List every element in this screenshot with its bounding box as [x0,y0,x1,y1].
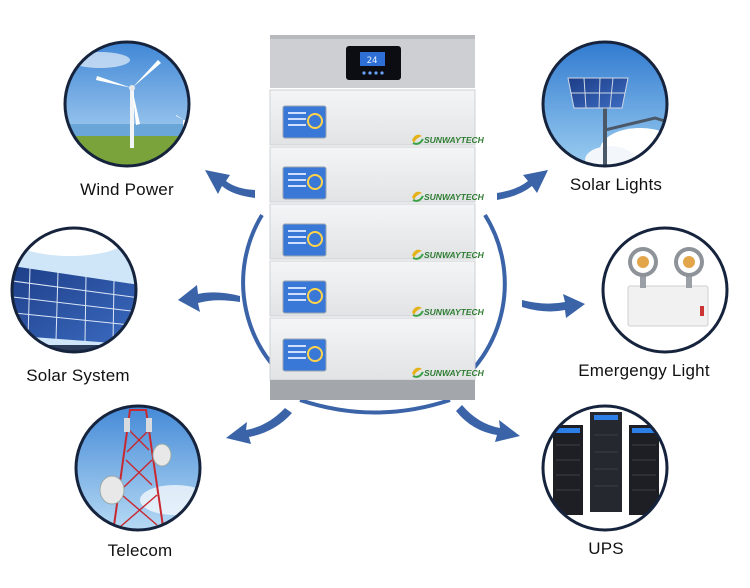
wind-turbine-icon [63,40,191,168]
arrow-to-emergency-light-icon [522,294,585,318]
arrow-to-solar-lights-icon [497,170,548,200]
arrow-to-telecom-icon [226,408,292,444]
arrow-to-ups-icon [456,405,520,442]
brand-logo-5: SUNWAYTECH [412,367,485,378]
label-emergency-light: Emergengy Light [578,361,710,380]
svg-text:SUNWAYTECH: SUNWAYTECH [424,307,485,317]
svg-text:SUNWAYTECH: SUNWAYTECH [424,192,485,202]
telecom-tower-icon [74,404,202,532]
battery-module-5 [269,317,476,381]
brand-logo-1: SUNWAYTECH [412,134,485,145]
battery-module-4 [269,260,476,317]
battery-module-1 [269,89,476,146]
battery-module-2 [269,146,476,203]
label-ups: UPS [588,539,624,558]
arrow-to-solar-system-icon [178,285,240,312]
battery-cabinet: 24 [269,35,485,400]
svg-text:SUNWAYTECH: SUNWAYTECH [424,250,485,260]
battery-module-3 [269,203,476,260]
display-readout: 24 [367,56,378,66]
arrow-to-wind-power-icon [205,170,255,198]
label-solar-system: Solar System [26,366,130,385]
brand-logo-3: SUNWAYTECH [412,249,485,260]
brand-logo-4: SUNWAYTECH [412,306,485,317]
solar-streetlight-icon [541,40,669,168]
emergency-light-icon [601,226,729,354]
label-wind-power: Wind Power [80,180,174,199]
label-telecom: Telecom [107,541,173,560]
cabinet-base [270,380,475,400]
label-solar-lights: Solar Lights [569,175,663,194]
brand-logo-2: SUNWAYTECH [412,191,485,202]
server-rack-icon [541,404,669,532]
svg-text:SUNWAYTECH: SUNWAYTECH [424,368,485,378]
svg-text:SUNWAYTECH: SUNWAYTECH [424,135,485,145]
solar-panel-icon [10,226,138,354]
